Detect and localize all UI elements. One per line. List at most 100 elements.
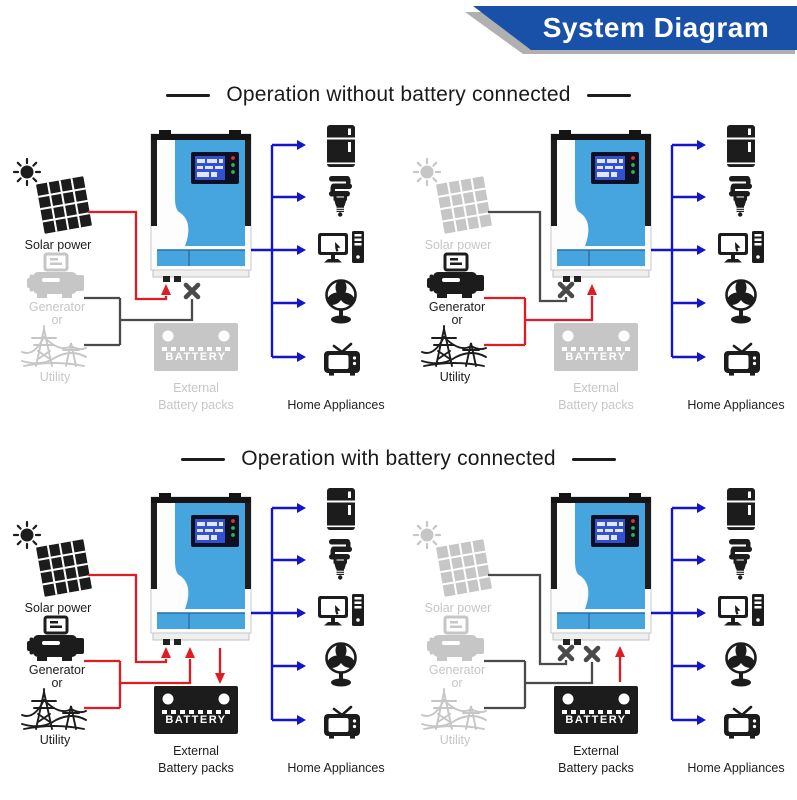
appliances-group: Home Appliances xyxy=(287,125,385,412)
appliance-distribution-lines xyxy=(651,145,674,357)
ac-arrow-icon xyxy=(587,284,597,295)
utility-tower-icon xyxy=(21,325,87,367)
solar-power-label: Solar power xyxy=(425,601,492,615)
battery-box xyxy=(554,686,638,734)
branch-arrow-icon xyxy=(670,606,708,620)
computer-icon xyxy=(318,231,364,263)
solar-connection-line xyxy=(88,573,168,664)
branch-arrow-icon xyxy=(670,553,708,567)
inverter-device xyxy=(150,492,252,646)
branch-arrow-icon xyxy=(270,501,308,515)
external-label-line2: Battery packs xyxy=(558,398,634,412)
page-title: System Diagram xyxy=(542,12,770,43)
solar-power-label: Solar power xyxy=(25,601,92,615)
generator-label: Generator xyxy=(29,663,85,677)
external-label-line2: Battery packs xyxy=(158,761,234,775)
battery-group: BATTERY External Battery packs xyxy=(554,323,638,412)
home-appliances-label: Home Appliances xyxy=(287,761,384,775)
battery-label: BATTERY xyxy=(165,351,226,363)
home-appliances-label: Home Appliances xyxy=(687,398,784,412)
cfl-lamp-icon xyxy=(727,537,754,582)
appliances-group: Home Appliances xyxy=(287,488,385,775)
battery-box xyxy=(154,686,238,734)
battery-box xyxy=(154,323,238,371)
generator-label: Generator xyxy=(429,663,485,677)
ac-arrow-icon xyxy=(185,647,195,658)
solar-source-group: Solar power xyxy=(412,157,494,252)
external-label-line2: Battery packs xyxy=(558,761,634,775)
battery-group: BATTERY External Battery packs xyxy=(154,323,238,412)
fan-icon xyxy=(723,641,759,688)
generator-icon xyxy=(25,615,86,663)
utility-source-group: Utility xyxy=(21,325,87,384)
branch-arrow-icon xyxy=(670,659,708,673)
inverter-device xyxy=(550,492,652,646)
generator-icon xyxy=(25,252,86,300)
appliances-group: Home Appliances xyxy=(687,125,785,412)
fan-icon xyxy=(723,278,759,325)
battery-label: BATTERY xyxy=(565,714,626,726)
branch-arrow-icon xyxy=(670,713,708,727)
branch-arrow-icon xyxy=(670,138,708,152)
solar-source-group: Solar power xyxy=(412,520,494,615)
solar-source-group: Solar power xyxy=(12,520,94,615)
tv-icon xyxy=(322,705,362,740)
branch-arrow-icon xyxy=(670,190,708,204)
utility-label: Utility xyxy=(440,733,471,747)
disconnect-x-icon xyxy=(586,648,598,660)
section-title-with-battery: Operation with battery connected xyxy=(0,447,797,471)
diagram-ac-input-mode: Solar power Generator or Utility BATTERY… xyxy=(412,125,785,412)
or-label: or xyxy=(451,313,462,327)
fan-icon xyxy=(323,278,359,325)
battery-group: BATTERY External Battery packs xyxy=(554,686,638,775)
branch-arrow-icon xyxy=(270,243,308,257)
solar-arrow-icon xyxy=(161,647,171,658)
external-label-line2: Battery packs xyxy=(158,398,234,412)
branch-arrow-icon xyxy=(270,296,308,310)
appliance-distribution-lines xyxy=(251,508,274,720)
cfl-lamp-icon xyxy=(327,174,354,219)
solar-panel-icon xyxy=(12,157,94,235)
cfl-lamp-icon xyxy=(727,174,754,219)
generator-source-group: Generator or xyxy=(425,252,486,327)
title-dash-right xyxy=(571,457,616,461)
generator-source-group: Generator or xyxy=(25,252,86,327)
solar-source-group: Solar power xyxy=(12,157,94,252)
generator-label: Generator xyxy=(29,300,85,314)
solar-power-label: Solar power xyxy=(25,238,92,252)
utility-tower-icon xyxy=(421,688,487,730)
generator-source-group: Generator or xyxy=(425,615,486,690)
battery-label: BATTERY xyxy=(165,714,226,726)
fridge-icon xyxy=(327,488,355,530)
battery-box xyxy=(554,323,638,371)
tv-icon xyxy=(722,705,762,740)
diagram-charging-mode: Solar power Generator or Utility BATTERY… xyxy=(12,488,385,775)
external-label-line1: External xyxy=(173,744,219,758)
computer-icon xyxy=(718,231,764,263)
branch-arrow-icon xyxy=(270,659,308,673)
solar-connection-line xyxy=(88,210,168,301)
tv-icon xyxy=(322,342,362,377)
appliance-distribution-lines xyxy=(651,508,674,720)
generator-icon xyxy=(425,252,486,300)
ac-connection-line xyxy=(84,659,192,710)
cfl-lamp-icon xyxy=(327,537,354,582)
branch-arrow-icon xyxy=(270,606,308,620)
section-1-heading: Operation without battery connected xyxy=(226,83,571,106)
or-label: or xyxy=(451,676,462,690)
or-label: or xyxy=(51,313,62,327)
branch-arrow-icon xyxy=(670,501,708,515)
utility-label: Utility xyxy=(40,733,71,747)
solar-panel-icon xyxy=(412,520,494,598)
external-label-line1: External xyxy=(573,381,619,395)
appliances-group: Home Appliances xyxy=(687,488,785,775)
solar-connection-line-blocked xyxy=(488,210,568,303)
inverter-device xyxy=(150,129,252,283)
title-dash-right xyxy=(586,93,631,97)
appliance-distribution-lines xyxy=(251,145,274,357)
diagram-battery-discharge-mode: Solar power Generator or Utility BATTERY… xyxy=(412,488,785,775)
generator-label: Generator xyxy=(429,300,485,314)
branch-arrow-icon xyxy=(670,350,708,364)
solar-panel-icon xyxy=(12,520,94,598)
battery-group: BATTERY External Battery packs xyxy=(154,686,238,775)
